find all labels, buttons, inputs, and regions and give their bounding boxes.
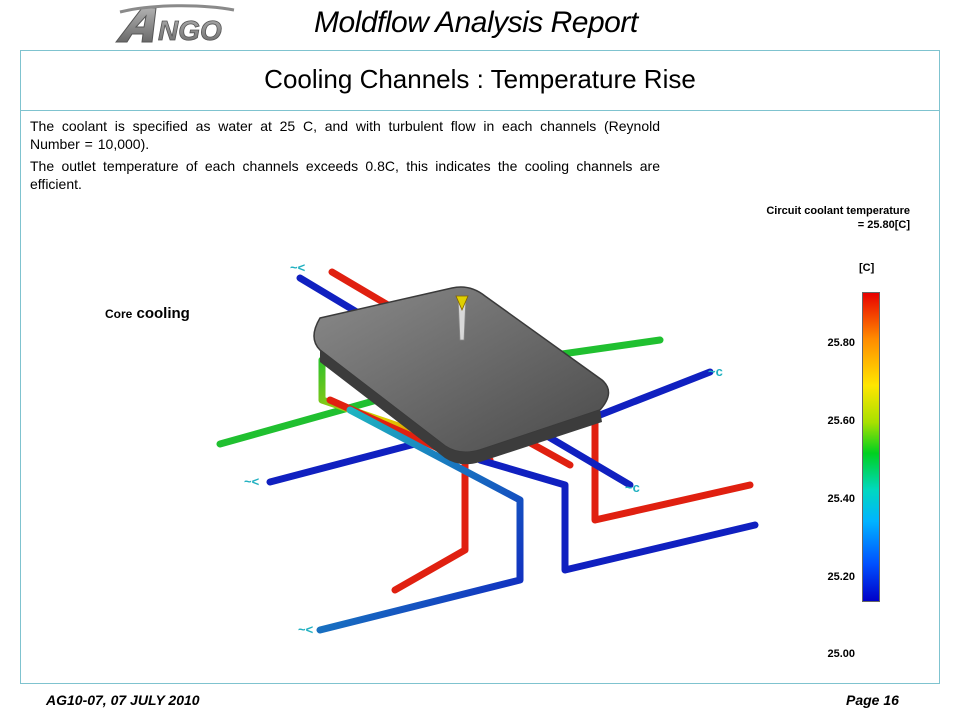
legend-tick: 25.40 [827, 493, 855, 505]
sprue-top [455, 295, 469, 312]
slide-frame: Cooling Channels : Temperature Rise The … [20, 50, 940, 684]
fitting-3: ~< [244, 474, 260, 489]
channel-blue-drop-2 [476, 456, 759, 574]
core-label-main: cooling [136, 305, 190, 322]
core-label-prefix: Core [105, 307, 133, 321]
channel-blue-drop-1 [316, 406, 524, 634]
fitting-4: ~c [625, 480, 640, 495]
legend-tick: 25.00 [827, 648, 855, 660]
fitting-1: ~< [290, 260, 306, 275]
report-title: Moldflow Analysis Report [314, 6, 638, 39]
legend-title: Circuit coolant temperature = 25.80[C] [745, 204, 910, 232]
legend-title-line2: = 25.80[C] [857, 219, 910, 231]
legend-title-line1: Circuit coolant temperature [766, 205, 910, 217]
channel-red-drop-1 [326, 396, 469, 594]
description-paragraph-2: The outlet temperature of each channels … [30, 158, 660, 192]
legend-unit: [C] [859, 262, 875, 274]
footer-doc-id: AG10-07, 07 JULY 2010 [46, 692, 200, 708]
legend-tick: 25.80 [827, 337, 855, 349]
channel-lower-left-blue [266, 436, 434, 486]
temperature-colorbar [862, 292, 880, 602]
cooling-channel-model: ~< ~c ~< ~c ~c ~< [216, 260, 759, 637]
footer-page-number: Page 16 [846, 692, 899, 708]
ango-logo: NGO [114, 4, 235, 46]
fitting-6: ~< [298, 622, 314, 637]
legend-tick: 25.20 [827, 571, 855, 583]
channel-right-blue [596, 368, 714, 419]
core-cooling-label: Core cooling [105, 305, 190, 322]
svg-text:NGO: NGO [158, 15, 222, 46]
slide-title: Cooling Channels : Temperature Rise [264, 64, 696, 94]
legend-tick: 25.60 [827, 415, 855, 427]
title-band: Cooling Channels : Temperature Rise [21, 51, 939, 111]
fitting-2: ~c [708, 364, 723, 379]
description-paragraph-1: The coolant is specified as water at 25 … [30, 118, 660, 152]
